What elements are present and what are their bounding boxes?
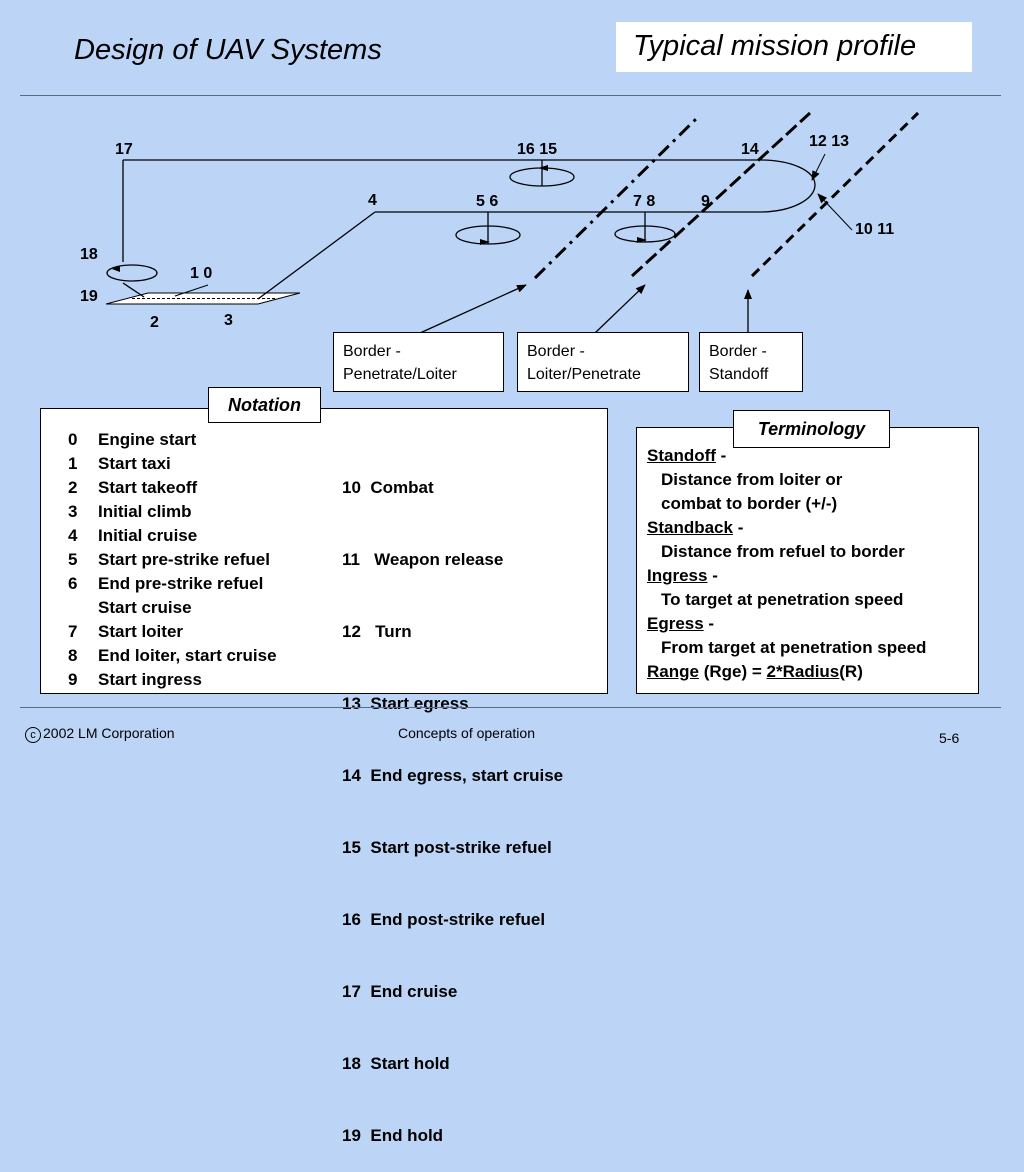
slide-title: Design of UAV Systems — [74, 34, 382, 66]
callout-arrow-penetrate-loiter — [419, 284, 527, 334]
term-definition: combat to border (+/-) — [661, 494, 838, 513]
notation-panel — [40, 408, 608, 694]
point-label-14: 14 — [741, 141, 759, 158]
mission-profile-diagram — [105, 111, 920, 334]
term-standback: Standback - — [647, 518, 744, 537]
border-type: Penetrate/Loiter — [343, 366, 457, 383]
slide-subtitle: Typical mission profile — [633, 30, 917, 62]
subtitle-box — [616, 22, 972, 72]
descent-path — [122, 282, 145, 298]
point-label-18: 18 — [80, 246, 98, 263]
border-label: Border - — [343, 343, 401, 360]
turn-arc — [759, 159, 816, 213]
term-definition: Distance from refuel to border — [661, 542, 905, 561]
page-number: 5-6 — [939, 730, 960, 746]
hold-loop-arrow — [112, 266, 120, 272]
list-item: 17 End cruise — [342, 982, 458, 1001]
border-type: Loiter/Penetrate — [527, 366, 641, 383]
border-penetrate-loiter-box: Border - Penetrate/Loiter — [333, 332, 504, 392]
border-loiter-penetrate-box: Border - Loiter/Penetrate — [517, 332, 689, 392]
list-item: 13 Start egress — [342, 694, 469, 713]
header-divider — [20, 95, 1001, 96]
notation-heading: Notation — [208, 387, 321, 423]
list-item: 19 End hold — [342, 1126, 444, 1145]
point-label-17: 17 — [115, 141, 133, 158]
point-label-16-15: 16 15 — [517, 141, 558, 158]
list-item: Start cruise — [98, 598, 192, 617]
list-item: 15 Start post-strike refuel — [342, 838, 552, 857]
term-range: Range (Rge) = 2*Radius(R) — [647, 662, 863, 681]
border-label: Border - — [527, 343, 585, 360]
point-label-3: 3 — [224, 312, 233, 329]
term-definition: Distance from loiter or — [661, 470, 843, 489]
list-item: 10 Combat — [342, 478, 434, 497]
border-type: Standoff — [709, 366, 769, 383]
hold-loop — [106, 264, 158, 282]
list-item: 12 Turn — [342, 622, 412, 641]
leader-10-11 — [817, 193, 853, 231]
point-label-10-11: 10 11 — [855, 221, 895, 238]
point-label-7-8: 7 8 — [633, 193, 656, 210]
border-loiter-penetrate-line — [630, 111, 812, 278]
point-label-19: 19 — [80, 288, 98, 305]
term-definition: From target at penetration speed — [661, 638, 927, 657]
term-ingress: Ingress - — [647, 566, 718, 585]
point-label-4: 4 — [368, 192, 377, 209]
border-label: Border - — [709, 343, 767, 360]
leader-1-0 — [174, 284, 209, 297]
term-standoff: Standoff - — [647, 446, 727, 465]
border-standoff-line — [750, 111, 920, 278]
footer-center-text: Concepts of operation — [398, 725, 535, 741]
terminology-list: Standoff - Distance from loiter or comba… — [647, 444, 926, 684]
terminology-heading: Terminology — [733, 410, 890, 448]
copyright-icon: c — [25, 727, 41, 743]
border-standoff-box: Border - Standoff — [699, 332, 803, 392]
point-label-9: 9 — [701, 193, 710, 210]
callout-arrow-loiter-penetrate — [594, 284, 646, 334]
list-item: 18 Start hold — [342, 1054, 450, 1073]
list-item: 11 Weapon release — [342, 550, 504, 569]
list-item: 16 End post-strike refuel — [342, 910, 546, 929]
term-definition: To target at penetration speed — [661, 590, 904, 609]
footer-divider — [20, 707, 1001, 708]
climb-path — [257, 211, 376, 300]
point-label-2: 2 — [150, 314, 159, 331]
point-label-12-13: 12 13 — [809, 133, 850, 150]
point-label-5-6: 5 6 — [476, 193, 499, 210]
term-egress: Egress - — [647, 614, 715, 633]
terminology-panel — [636, 427, 979, 694]
notation-right-list: 10 Combat 11 Weapon release 12 Turn 13 S… — [342, 428, 563, 1172]
border-penetrate-loiter-line — [533, 113, 702, 280]
point-label-1-0: 1 0 — [190, 265, 213, 282]
